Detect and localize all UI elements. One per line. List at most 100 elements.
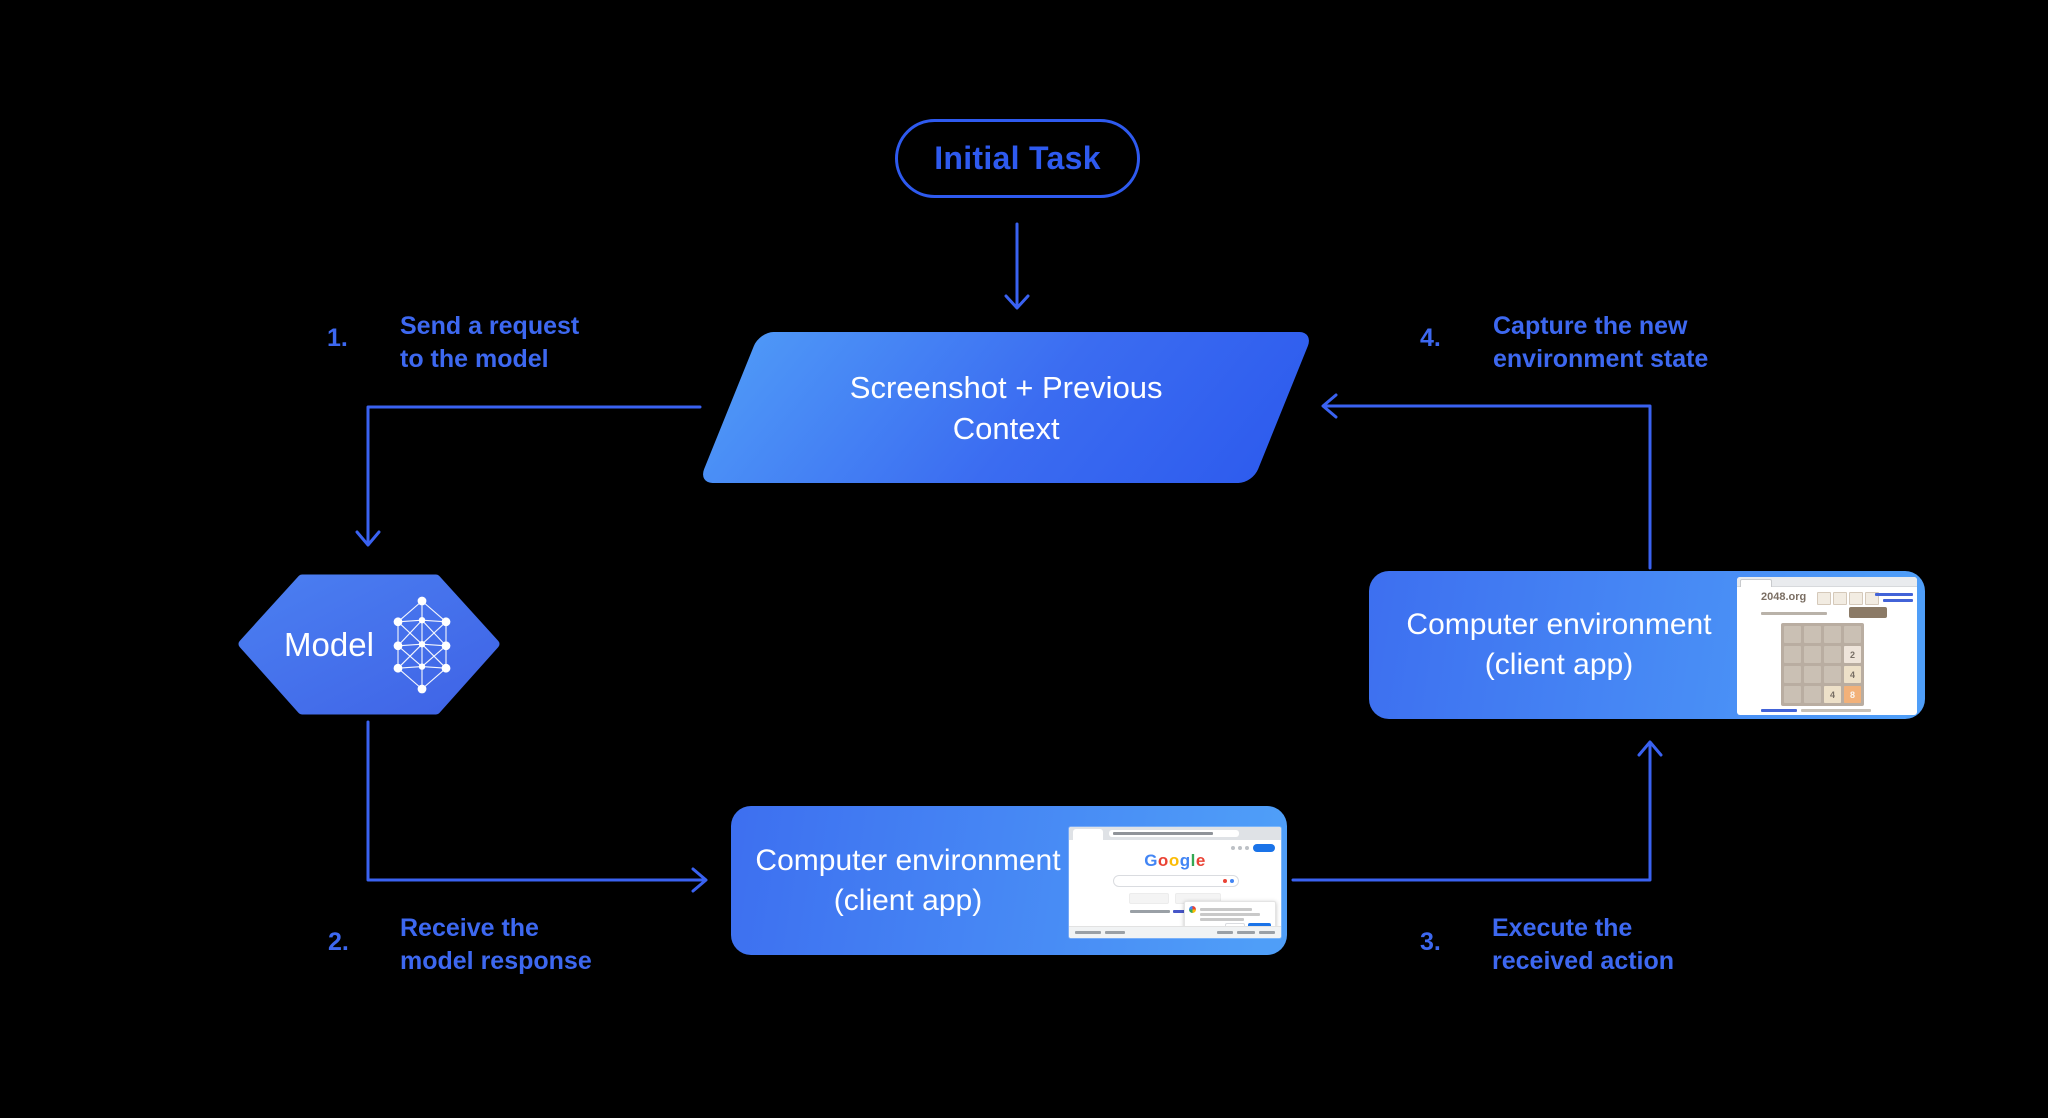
model-node: Model xyxy=(238,571,500,718)
browser-chrome-bar xyxy=(1069,827,1281,840)
step-number: 2. xyxy=(328,928,349,956)
game-grid: 2 4 4 8 xyxy=(1781,623,1864,706)
computer-environment-top-node: Computer environment (client app) 2048.o… xyxy=(1369,571,1925,719)
dialog-text-bar xyxy=(1200,918,1244,921)
mic-icon xyxy=(1230,879,1234,883)
step-text-line1: Execute the xyxy=(1492,914,1633,942)
grid-cell xyxy=(1784,666,1801,683)
arrow-line xyxy=(366,720,705,882)
step-text-line1: Capture the new xyxy=(1493,312,1688,340)
grid-cell xyxy=(1784,686,1801,703)
grid-cell xyxy=(1784,646,1801,663)
hexagon-shape xyxy=(238,574,500,715)
arrow-initialtask-to-context xyxy=(1004,222,1030,310)
score-boxes xyxy=(1817,592,1879,605)
link-bar xyxy=(1761,709,1797,712)
computer-environment-bottom-node: Computer environment (client app) Google xyxy=(731,806,1287,955)
nav-link-bars xyxy=(1875,593,1913,602)
text-bar xyxy=(1801,709,1871,712)
score-box xyxy=(1817,592,1831,605)
arrow-line xyxy=(1324,404,1652,570)
arrow-head-right-icon xyxy=(691,867,708,893)
logo-letter: l xyxy=(1190,851,1196,870)
tile-4: 4 xyxy=(1844,666,1861,683)
footer-link-bar xyxy=(1105,931,1125,934)
model-label: Model xyxy=(284,625,374,663)
screenshot-context-node: Screenshot + Previous Context xyxy=(698,332,1314,483)
logo-letter: g xyxy=(1179,851,1191,870)
hexagon-polygon xyxy=(238,574,500,715)
arrow-line xyxy=(366,405,702,544)
screenshot-context-line1: Screenshot + Previous xyxy=(849,369,1163,405)
score-box xyxy=(1833,592,1847,605)
step-text: Send a request to the model xyxy=(400,310,579,376)
logo-letter: e xyxy=(1195,851,1206,870)
logo-letter: o xyxy=(1157,851,1169,870)
initial-task-label: Initial Task xyxy=(934,140,1101,176)
tile-2: 2 xyxy=(1844,646,1861,663)
step-text-line2: environment state xyxy=(1493,345,1709,373)
grid-cell xyxy=(1804,686,1821,703)
env-top-label: Computer environment (client app) xyxy=(1379,571,1739,719)
link-bar xyxy=(1875,593,1913,596)
grid-cell xyxy=(1804,626,1821,643)
search-input xyxy=(1113,875,1239,887)
google-g-icon xyxy=(1189,906,1196,913)
step-number: 4. xyxy=(1420,324,1441,352)
grid-cell xyxy=(1844,626,1861,643)
initial-task-node: Initial Task xyxy=(895,119,1140,198)
apps-icon xyxy=(1238,846,1242,850)
grid-cell xyxy=(1824,626,1841,643)
header-icons xyxy=(1231,846,1249,850)
step-number: 1. xyxy=(327,324,348,352)
google-homepage-screenshot: Google xyxy=(1069,827,1281,938)
neural-network-icon xyxy=(393,596,451,693)
arrow-line xyxy=(1291,743,1652,882)
env-top-line1: Computer environment xyxy=(1406,608,1712,641)
step-text-line2: to the model xyxy=(400,345,549,373)
browser-tab xyxy=(1740,579,1772,587)
browser-tab xyxy=(1073,829,1103,840)
step-text: Capture the new environment state xyxy=(1493,310,1708,376)
new-game-button xyxy=(1849,607,1887,618)
link-bar xyxy=(1883,599,1913,602)
page-footer xyxy=(1069,926,1281,938)
url-text-bar xyxy=(1113,832,1213,835)
google-search-button xyxy=(1129,893,1169,904)
grid-cell xyxy=(1824,666,1841,683)
step-text-line2: model response xyxy=(400,947,592,975)
arrow-head-down-icon xyxy=(1004,294,1030,310)
sign-in-button xyxy=(1253,844,1275,852)
apps-icon xyxy=(1231,846,1235,850)
grid-cell xyxy=(1804,666,1821,683)
screenshot-context-label: Screenshot + Previous Context xyxy=(850,367,1163,449)
intro-text-bar xyxy=(1761,612,1827,615)
site-title: 2048.org xyxy=(1761,591,1807,603)
logo-letter: o xyxy=(1168,851,1180,870)
dialog-text-bar xyxy=(1200,908,1252,911)
model-content: Model xyxy=(238,571,500,718)
grid-cell xyxy=(1784,626,1801,643)
step-text-line1: Send a request xyxy=(400,312,580,340)
step-number: 3. xyxy=(1420,928,1441,956)
grid-cell xyxy=(1804,646,1821,663)
step-text: Receive the model response xyxy=(400,912,592,978)
2048-game-screenshot: 2048.org xyxy=(1737,577,1917,715)
screenshot-context-line2: Context xyxy=(952,410,1060,446)
score-box xyxy=(1849,592,1863,605)
arrow-env-bottom-to-env-top xyxy=(1291,740,1663,882)
arrow-head-up-icon xyxy=(1637,740,1663,757)
arrow-env-top-to-context xyxy=(1321,393,1652,570)
tile-4: 4 xyxy=(1824,686,1841,703)
search-lens-icon xyxy=(1223,879,1227,883)
arrow-head-down-icon xyxy=(355,530,381,547)
grid-cell xyxy=(1824,646,1841,663)
tile-8: 8 xyxy=(1844,686,1861,703)
browser-tab-bar xyxy=(1737,577,1917,587)
google-logo: Google xyxy=(1069,851,1281,871)
footer-link-bar xyxy=(1075,931,1101,934)
env-bottom-line2: (client app) xyxy=(833,883,983,917)
logo-letter: G xyxy=(1144,851,1158,870)
